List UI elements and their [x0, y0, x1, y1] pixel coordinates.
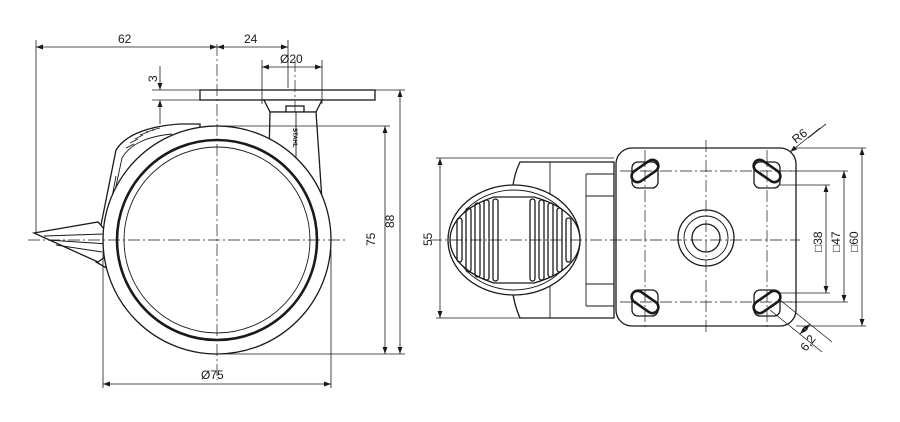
dim-hole-pitch-small: □38	[811, 231, 825, 252]
dim-wheel-diameter: Ø75	[201, 368, 224, 382]
dim-plate-thickness: 3	[146, 75, 160, 82]
kingpin-boss	[677, 209, 735, 267]
dim-corner-radius: R6	[789, 126, 810, 147]
dim-total-height: 88	[383, 214, 397, 228]
dim-stem-diameter: Ø20	[280, 52, 303, 66]
side-view: STAHL	[28, 32, 405, 388]
brand-mark: STAHL	[291, 128, 297, 148]
brake-ribs	[125, 127, 161, 149]
top-view: 55 □38 □47 □60 R6 6,2	[421, 123, 866, 354]
dim-body-width: 55	[421, 232, 435, 246]
dim-hole-pitch-large: □47	[829, 231, 843, 252]
dim-plate-size: □60	[847, 231, 861, 252]
dim-offset-width: 62	[118, 32, 132, 46]
dim-wheel-height: 75	[364, 232, 378, 246]
dim-stem-offset: 24	[244, 32, 258, 46]
mounting-plate	[199, 89, 376, 101]
